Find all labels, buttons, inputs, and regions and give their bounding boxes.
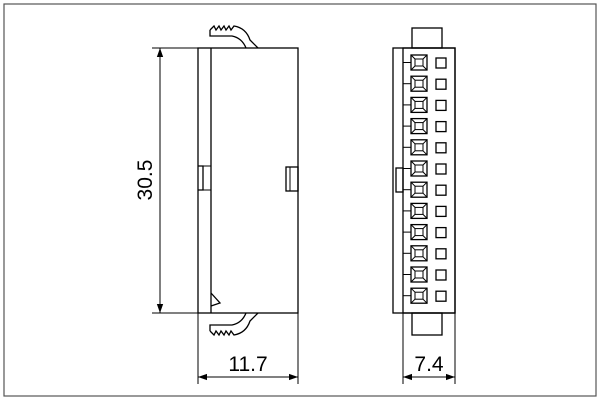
pin-cavity xyxy=(403,181,447,198)
side-view: 30.5 11.7 xyxy=(134,24,299,384)
drawing-frame xyxy=(3,3,597,397)
side-polarity-mark xyxy=(210,292,222,307)
side-latch xyxy=(285,166,299,192)
side-slot xyxy=(198,165,204,191)
side-bottom-hook xyxy=(209,312,259,337)
pin-cavity-group xyxy=(403,54,447,304)
pin-cavity xyxy=(403,160,447,177)
pin-cavity xyxy=(403,139,447,156)
front-top-tab xyxy=(411,27,443,49)
pin-cavity xyxy=(403,287,447,304)
front-latch xyxy=(395,167,404,193)
pin-cavity xyxy=(403,117,447,135)
pin-cavity xyxy=(403,202,447,220)
side-width-dimension-label: 11.7 xyxy=(228,353,267,376)
front-width-dimension-label: 7.4 xyxy=(414,353,444,376)
pin-cavity xyxy=(403,223,447,241)
front-bottom-tab xyxy=(411,312,443,336)
pin-cavity xyxy=(403,75,447,92)
side-top-hook xyxy=(209,24,259,49)
pin-cavity xyxy=(403,96,447,114)
front-view: 7.4 xyxy=(392,27,456,384)
pin-cavity xyxy=(403,245,447,262)
height-dimension-label: 30.5 xyxy=(134,160,157,201)
pin-cavity xyxy=(403,266,447,283)
side-view-body xyxy=(197,47,299,314)
pin-cavity xyxy=(403,54,447,71)
